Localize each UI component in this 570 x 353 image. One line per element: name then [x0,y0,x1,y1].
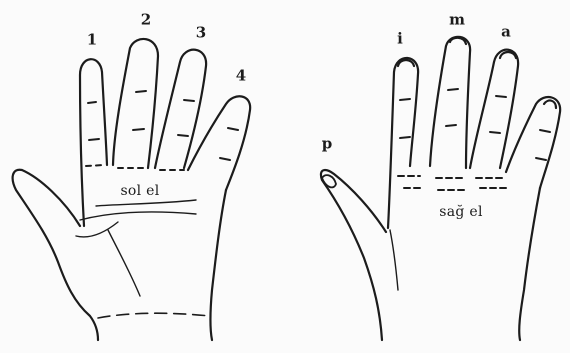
right-hand-knuckle-marks [398,89,550,190]
right-hand-outline [321,37,560,340]
right-hand-palm-lines [390,230,398,290]
finger-letter-m: m [449,13,465,28]
finger-letter-i: i [397,32,403,47]
finger-number-4: 4 [236,69,246,84]
left-hand-caption: sol el [120,184,159,198]
right-hand-caption: sağ el [439,205,483,219]
finger-number-2: 2 [141,13,151,28]
left-hand-palm-lines [76,200,196,296]
finger-number-1: 1 [87,33,97,48]
left-hand-knuckle-marks [86,91,238,170]
thumb-label-p: p [322,137,333,152]
finger-number-3: 3 [196,26,206,41]
right-hand-thumbnail [322,175,336,187]
finger-letter-a: a [501,25,511,40]
